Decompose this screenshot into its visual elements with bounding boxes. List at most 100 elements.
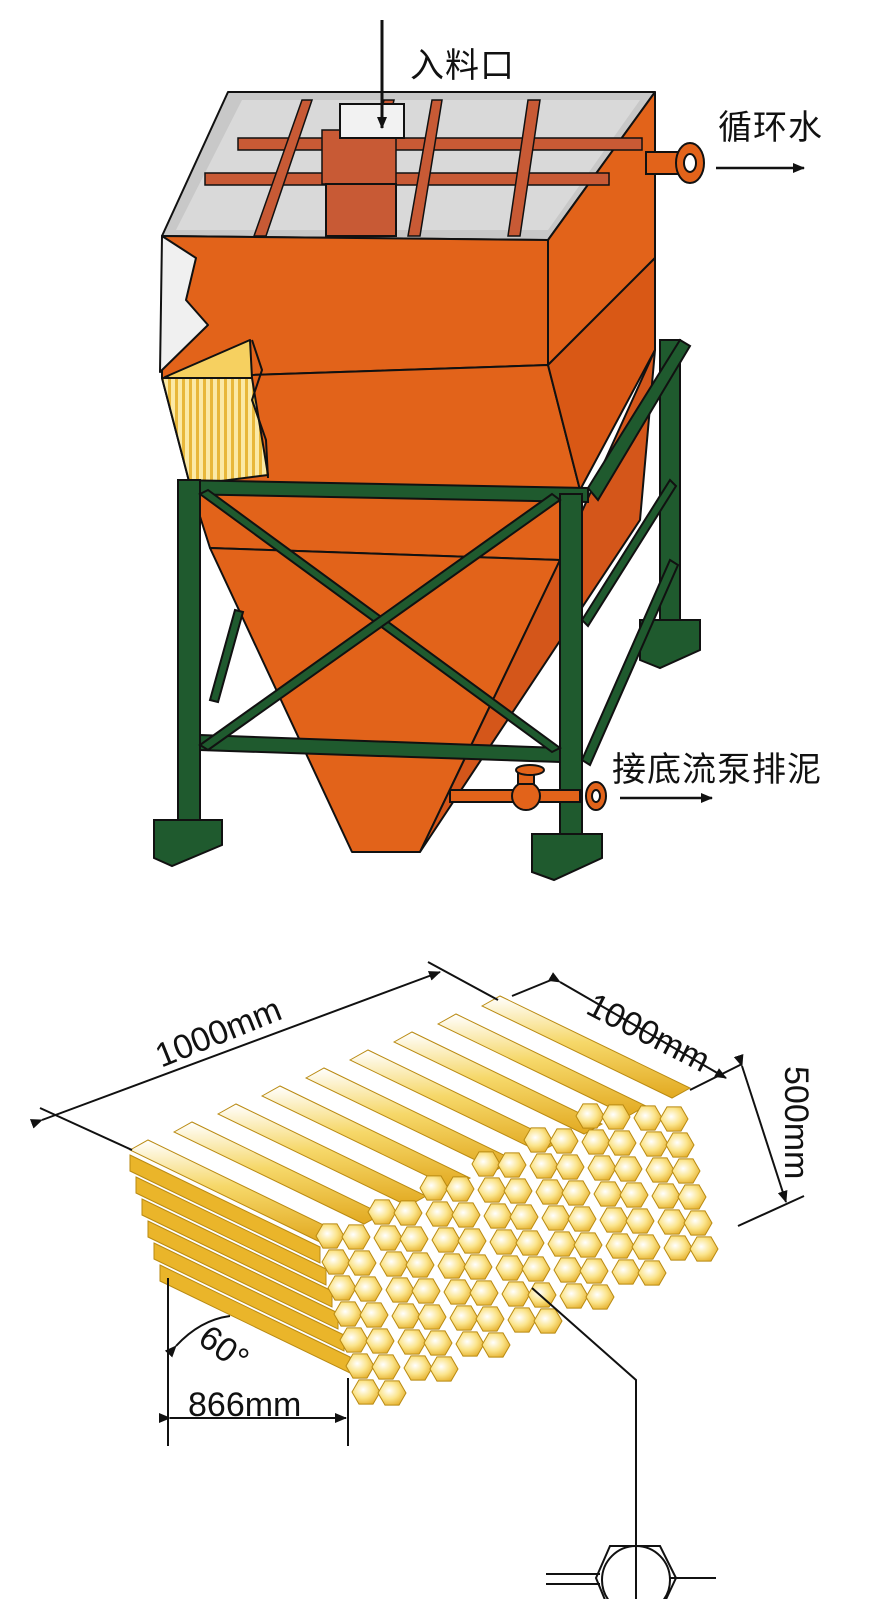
tube-hex xyxy=(449,1305,479,1331)
circulating-water-outlet xyxy=(645,142,805,184)
tube-hex xyxy=(455,1331,485,1357)
tube-hex xyxy=(659,1106,689,1132)
sludge-valve xyxy=(449,764,713,811)
tube-hex xyxy=(527,1282,557,1308)
height-dimension-label: 500mm xyxy=(777,1066,815,1180)
tube-hex xyxy=(431,1227,461,1253)
tube-hex xyxy=(663,1235,693,1261)
tube-hex xyxy=(689,1236,719,1262)
tube-hex xyxy=(463,1254,493,1280)
tube-hex xyxy=(495,1255,525,1281)
tube-hex xyxy=(677,1184,707,1210)
cutaway-wall xyxy=(159,235,209,373)
tube-hex xyxy=(503,1178,533,1204)
tube-hex xyxy=(559,1283,589,1309)
tube-hex xyxy=(581,1129,611,1155)
tube-hex xyxy=(417,1304,447,1330)
tube-hex xyxy=(533,1308,563,1334)
tube-hex xyxy=(451,1202,481,1228)
tube-hex xyxy=(611,1259,641,1285)
tube-hex xyxy=(645,1157,675,1183)
tube-hex xyxy=(555,1154,585,1180)
tube-hex xyxy=(403,1355,433,1381)
tube-hex xyxy=(585,1284,615,1310)
tube-hex xyxy=(471,1151,501,1177)
tube-hex xyxy=(651,1183,681,1209)
tube-hex xyxy=(683,1210,713,1236)
tube-hex xyxy=(341,1224,371,1250)
tube-rod-side xyxy=(153,1242,345,1352)
settling-tank xyxy=(159,91,656,853)
tube-hex xyxy=(437,1253,467,1279)
tube-hex xyxy=(469,1280,499,1306)
tube-hex xyxy=(385,1277,415,1303)
hex-detail-symbol xyxy=(546,1534,716,1603)
tube-rod-side xyxy=(135,1176,327,1286)
tube-hex xyxy=(599,1207,629,1233)
tube-hex xyxy=(541,1205,571,1231)
tube-hex xyxy=(601,1104,631,1130)
tube-hex xyxy=(657,1209,687,1235)
tube-hex xyxy=(575,1103,605,1129)
circulating-water-label: 循环水 xyxy=(718,108,823,148)
tube-hex xyxy=(587,1155,617,1181)
inlet-label: 入料口 xyxy=(410,46,515,86)
tube-hex xyxy=(481,1332,511,1358)
tube-hex xyxy=(391,1303,421,1329)
tube-hex xyxy=(379,1251,409,1277)
tube-hex xyxy=(523,1127,553,1153)
inlet-box xyxy=(325,20,405,237)
tube-hex xyxy=(315,1223,345,1249)
tube-hex xyxy=(671,1158,701,1184)
tube-hex xyxy=(371,1354,401,1380)
tube-hex xyxy=(567,1206,597,1232)
tube-hex xyxy=(509,1204,539,1230)
tube-hex xyxy=(429,1356,459,1382)
tube-rod-side xyxy=(147,1220,339,1330)
tube-hex xyxy=(535,1179,565,1205)
tube-hex xyxy=(573,1232,603,1258)
tube-hex xyxy=(529,1153,559,1179)
tube-hex xyxy=(321,1249,351,1275)
tube-hex xyxy=(501,1281,531,1307)
tube-hex xyxy=(607,1130,637,1156)
tube-hex xyxy=(553,1257,583,1283)
tube-hex xyxy=(631,1234,661,1260)
tube-hex xyxy=(443,1279,473,1305)
tube-hex xyxy=(399,1226,429,1252)
tube-hex xyxy=(477,1177,507,1203)
tube-hex xyxy=(665,1132,695,1158)
support-frame xyxy=(153,338,701,882)
tube-hex xyxy=(445,1176,475,1202)
tube-hex xyxy=(345,1353,375,1379)
tube-hex-ends xyxy=(315,1103,719,1406)
tube-hex xyxy=(549,1128,579,1154)
projection-dimension-label: 866mm xyxy=(188,1386,302,1424)
tube-rod-side xyxy=(141,1198,333,1308)
tube-hex xyxy=(561,1180,591,1206)
tube-hex xyxy=(579,1258,609,1284)
tube-hex xyxy=(593,1181,623,1207)
tube-rod-side xyxy=(129,1154,321,1264)
tube-hex xyxy=(353,1276,383,1302)
tube-hex xyxy=(457,1228,487,1254)
cutaway-tubes-front xyxy=(161,377,269,486)
tube-hex xyxy=(347,1250,377,1276)
tube-hex xyxy=(373,1225,403,1251)
tube-hex xyxy=(425,1201,455,1227)
tube-hex xyxy=(359,1302,389,1328)
tube-hex xyxy=(327,1275,357,1301)
tube-hex xyxy=(419,1175,449,1201)
tube-hex xyxy=(507,1307,537,1333)
tube-hex xyxy=(405,1252,435,1278)
tube-hex xyxy=(397,1329,427,1355)
tube-hex xyxy=(497,1152,527,1178)
tube-hex xyxy=(377,1380,407,1406)
tube-hex xyxy=(423,1330,453,1356)
tube-hex xyxy=(365,1328,395,1354)
tube-hex xyxy=(333,1301,363,1327)
tube-hex xyxy=(639,1131,669,1157)
tube-hex xyxy=(619,1182,649,1208)
